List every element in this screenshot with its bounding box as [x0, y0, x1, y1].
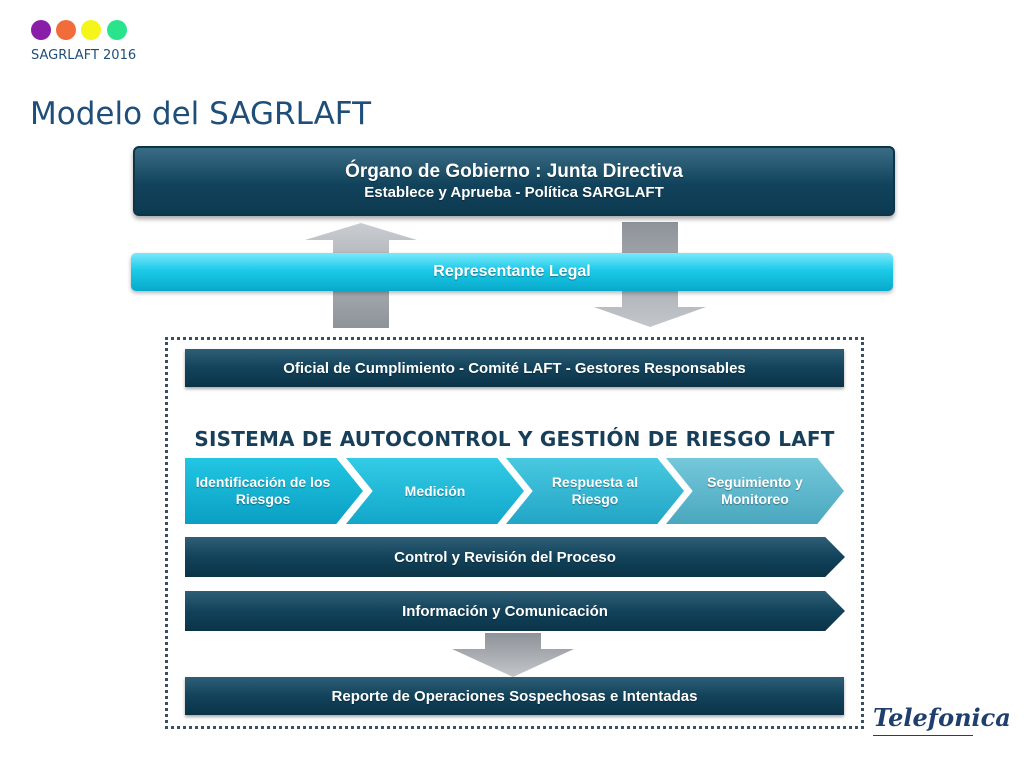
step-respuesta: Respuesta al Riesgo — [506, 458, 684, 524]
step-seguimiento-label: Seguimiento y Monitoreo — [707, 474, 803, 507]
step-identificacion-label: Identificación de los Riesgos — [195, 474, 331, 507]
representante-legal-bar: Representante Legal — [131, 253, 893, 291]
reporte-operaciones-bar: Reporte de Operaciones Sospechosas e Int… — [185, 677, 844, 715]
step-seguimiento: Seguimiento y Monitoreo — [666, 458, 844, 524]
sistema-heading: SISTEMA DE AUTOCONTROL Y GESTIÓN DE RIES… — [194, 427, 835, 451]
brand-label: SAGRLAFT 2016 — [31, 48, 137, 63]
oficial-cumplimiento-bar: Oficial de Cumplimiento - Comité LAFT - … — [185, 349, 844, 387]
informacion-comunicacion-bar: Información y Comunicación — [185, 591, 845, 631]
purple-dot — [31, 20, 51, 40]
orange-dot — [56, 20, 76, 40]
control-revision-bar: Control y Revisión del Proceso — [185, 537, 845, 577]
step-identificacion: Identificación de los Riesgos — [185, 458, 363, 524]
organo-gobierno-box: Órgano de Gobierno : Junta Directiva Est… — [133, 146, 895, 216]
organo-title: Órgano de Gobierno : Junta Directiva — [345, 161, 683, 182]
step-medicion-label: Medición — [404, 482, 466, 499]
organo-subtitle: Establece y Aprueba - Política SARGLAFT — [364, 184, 664, 201]
sistema-container — [165, 337, 864, 729]
yellow-dot — [81, 20, 101, 40]
down-arrow-icon — [452, 633, 574, 677]
step-respuesta-label: Respuesta al Riesgo — [551, 474, 639, 507]
green-dot — [107, 20, 127, 40]
telefonica-logo: Telefonica — [873, 703, 1011, 732]
step-medicion: Medición — [346, 458, 524, 524]
logo-underline — [873, 735, 973, 736]
page-title: Modelo del SAGRLAFT — [30, 96, 371, 132]
